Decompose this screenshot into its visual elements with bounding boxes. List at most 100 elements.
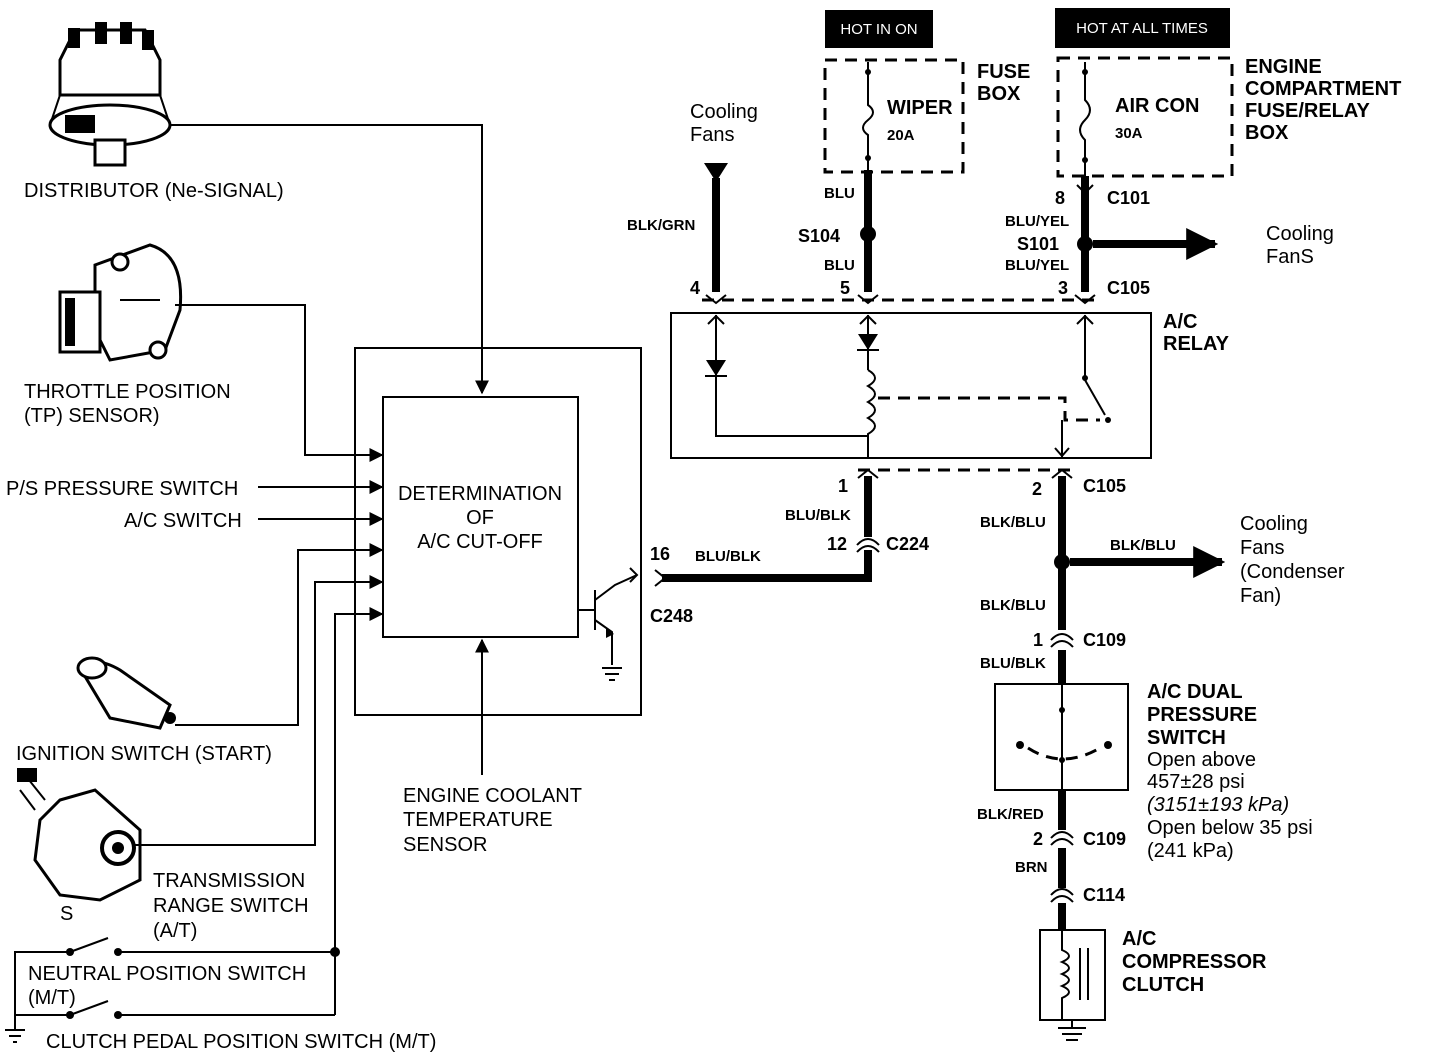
- pin-3: 3: [1058, 278, 1068, 298]
- input-wiring: [5, 124, 489, 1043]
- connector-c109-top: C109: [1083, 630, 1126, 650]
- wire-blu-mid-label: BLU: [824, 257, 855, 274]
- transmission-label-3: (A/T): [153, 920, 197, 942]
- c248-connector-icon: [654, 569, 667, 587]
- clutch-switch-label: CLUTCH PEDAL POSITION SWITCH (M/T): [46, 1031, 436, 1053]
- wire-c248-to-c224: [662, 550, 872, 582]
- hot-in-on-label: HOT IN ON: [840, 21, 917, 38]
- wire-blu-blk-2-label: BLU/BLK: [980, 655, 1046, 672]
- pcm-outline: [354, 347, 642, 716]
- condenser-label-4: Fan): [1240, 585, 1281, 607]
- ignition-switch-icon: [76, 656, 176, 730]
- transmission-label-2: RANGE SWITCH: [153, 895, 309, 917]
- dps-label-8: (241 kPa): [1147, 840, 1234, 862]
- transmission-s-label: S: [60, 903, 73, 925]
- engine-compartment-fuse-box-outline: [1056, 56, 1234, 178]
- dual-pressure-switch-icon: [1016, 684, 1112, 790]
- ac-switch-label: A/C SWITCH: [124, 510, 242, 532]
- blk-blu-stripe: [1059, 509, 1065, 611]
- connector-c248: C248: [650, 606, 693, 626]
- wire-blu-blk-1-label: BLU/BLK: [785, 507, 851, 524]
- wiper-fuse-icon: [862, 62, 874, 170]
- splice-s101-icon: [1077, 236, 1093, 252]
- c105-top-connector-icons: [705, 294, 1096, 305]
- ps-pressure-switch-label: P/S PRESSURE SWITCH: [6, 478, 238, 500]
- blu-yel-stripe: [1082, 209, 1088, 273]
- wire-blk-blu-1-label: BLK/BLU: [980, 514, 1046, 531]
- logic-label-2: OF: [466, 507, 494, 529]
- c114-connector-icon: [1050, 888, 1074, 903]
- wiper-fuse-label: WIPER: [887, 97, 953, 119]
- ect-label-2: TEMPERATURE: [403, 809, 553, 831]
- clutch-ground-icon: [1058, 1020, 1086, 1041]
- splice-condenser-icon: [1054, 554, 1070, 570]
- clutch-label-3: CLUTCH: [1122, 974, 1204, 996]
- condenser-label-3: (Condenser: [1240, 561, 1345, 583]
- dps-label-7: Open below 35 psi: [1147, 817, 1313, 839]
- wire-blk-red-label: BLK/RED: [977, 806, 1044, 823]
- dps-label-4: Open above: [1147, 749, 1256, 771]
- ecfrb-label-1: ENGINE: [1245, 56, 1322, 78]
- clutch-label-1: A/C: [1122, 928, 1156, 950]
- distributor-label: DISTRIBUTOR (Ne-SIGNAL): [24, 180, 284, 202]
- distributor-icon: [48, 22, 172, 167]
- wire-blu-blk-c248: BLU/BLK: [695, 548, 761, 565]
- compressor-clutch-coil-icon: [1059, 930, 1089, 1020]
- ect-label-1: ENGINE COOLANT: [403, 785, 582, 807]
- aircon-fuse-icon: [1079, 62, 1091, 176]
- cooling-fans-right-label-1: Cooling: [1266, 223, 1334, 245]
- wire-blk-grn-label: BLK/GRN: [627, 217, 695, 234]
- fuse-box-label-2: BOX: [977, 83, 1021, 105]
- fuse-box-label-1: FUSE: [977, 61, 1030, 83]
- logic-label-3: A/C CUT-OFF: [417, 531, 543, 553]
- hot-at-all-times-badge: [1055, 8, 1230, 48]
- throttle-position-sensor-icon: [58, 243, 183, 362]
- c224-connector-icon: [856, 538, 880, 553]
- cooling-fans-left-arrow: [704, 163, 728, 182]
- ignition-switch-label: IGNITION SWITCH (START): [16, 743, 272, 765]
- c109-bottom-connector-icon: [1050, 831, 1074, 846]
- ect-label-3: SENSOR: [403, 834, 487, 856]
- ecfrb-label-3: FUSE/RELAY: [1245, 100, 1371, 122]
- dps-label-6: (3151±193 kPa): [1147, 794, 1289, 816]
- ac-relay-label-2: RELAY: [1163, 333, 1230, 355]
- wire-blu-top-label: BLU: [824, 185, 855, 202]
- logic-label-1: DETERMINATION: [398, 483, 562, 505]
- wiper-fuse-amp: 20A: [887, 127, 915, 144]
- wire-blu-yel-bot-label: BLU/YEL: [1005, 257, 1069, 274]
- condenser-label-2: Fans: [1240, 537, 1284, 559]
- pin-12: 12: [827, 534, 847, 554]
- ecfrb-label-4: BOX: [1245, 122, 1289, 144]
- c109-top-connector-icon: [1050, 633, 1074, 648]
- pin-8: 8: [1055, 188, 1065, 208]
- connector-c109-bottom: C109: [1083, 829, 1126, 849]
- c105-bottom-connector-icons: [857, 468, 1073, 479]
- c101-connector-icon: [1076, 184, 1094, 195]
- ac-relay-label-1: A/C: [1163, 311, 1197, 333]
- connector-c105-bottom: C105: [1083, 476, 1126, 496]
- hot-at-all-times-label: HOT AT ALL TIMES: [1076, 20, 1208, 37]
- pin-16: 16: [650, 544, 670, 564]
- compressor-clutch-box: [1039, 929, 1106, 1021]
- cooling-fans-left-label-1: Cooling: [690, 101, 758, 123]
- relay-internals: [705, 314, 1111, 458]
- output-transistor-icon: [578, 567, 639, 681]
- aircon-fuse-amp: 30A: [1115, 125, 1143, 142]
- neutral-switch-label-2: (M/T): [28, 987, 76, 1009]
- clutch-label-2: COMPRESSOR: [1122, 951, 1267, 973]
- splice-s101-label: S101: [1017, 234, 1059, 254]
- hot-in-on-badge: [825, 10, 933, 48]
- cooling-fans-right-label-2: FanS: [1266, 246, 1314, 268]
- splice-s104-icon: [860, 226, 876, 242]
- throttle-label-2: (TP) SENSOR): [24, 405, 160, 427]
- ac-relay-box: [670, 312, 1152, 459]
- pin-4: 4: [690, 278, 700, 298]
- pin-2-c109: 2: [1033, 829, 1043, 849]
- throttle-label-1: THROTTLE POSITION: [24, 381, 231, 403]
- dps-label-2: PRESSURE: [1147, 704, 1257, 726]
- dps-label-5: 457±28 psi: [1147, 771, 1245, 793]
- transmission-range-switch-icon: [17, 768, 142, 902]
- wire-brn-label: BRN: [1015, 859, 1048, 876]
- pin-2: 2: [1032, 479, 1042, 499]
